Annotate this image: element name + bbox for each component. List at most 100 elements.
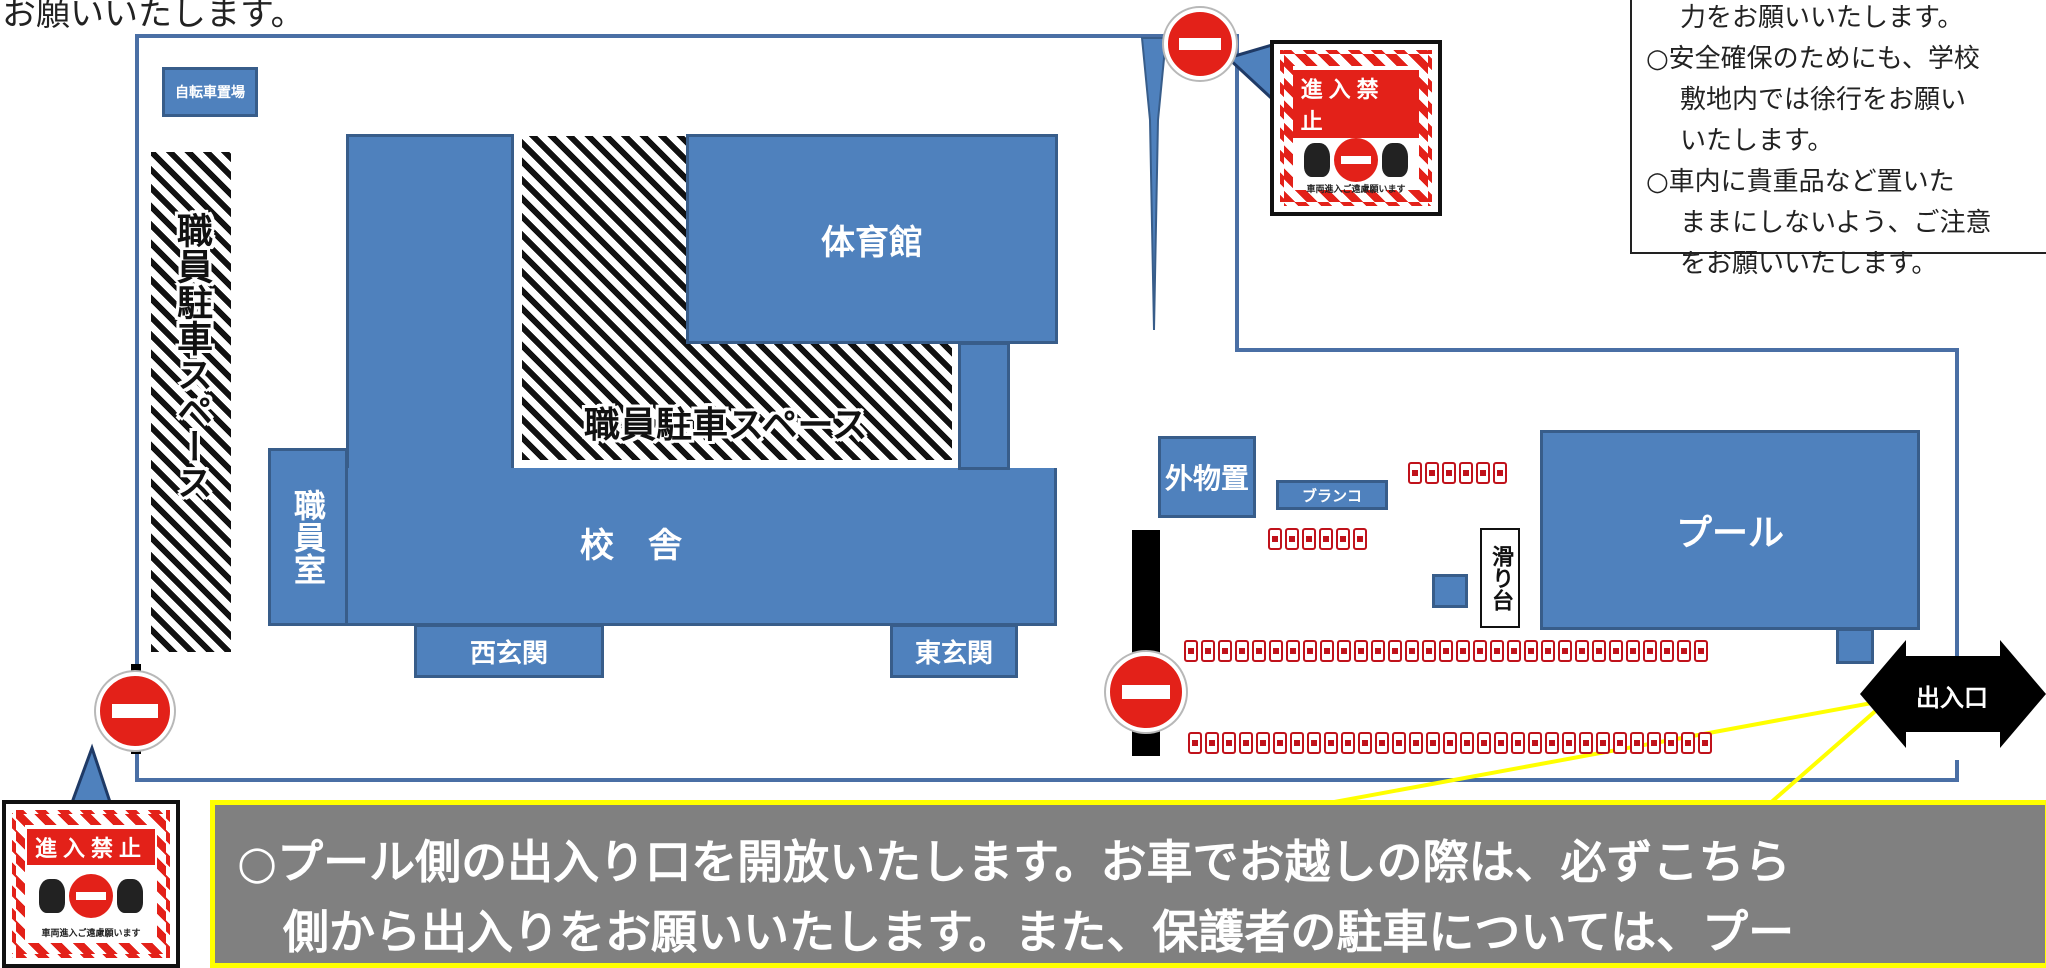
car-icon	[1324, 732, 1338, 754]
info-line-1: 力をお願いいたします。	[1680, 3, 1964, 33]
car-icon	[1677, 640, 1691, 662]
car-icon	[1358, 732, 1372, 754]
car-icon	[1511, 732, 1525, 754]
placard-top-title: 進入禁止	[1292, 69, 1420, 138]
car-icon	[1222, 732, 1236, 754]
car-icon	[1558, 640, 1572, 662]
outdoor-storage: 外物置	[1158, 436, 1256, 518]
bottom-notice: ○プール側の出入り口を開放いたします。お車でお越しの際は、必ずこちら 側から出入…	[210, 800, 2046, 968]
top-text: お願いいたします。	[2, 0, 305, 34]
car-icon	[1460, 732, 1474, 754]
car-icon	[1494, 732, 1508, 754]
car-icon	[1269, 640, 1283, 662]
slide-base	[1432, 574, 1468, 608]
info-line-5: ○車内に貴重品など置いた	[1646, 167, 1955, 197]
staff-parking-left-label: 職員駐車スペース	[171, 212, 212, 500]
bicycle-parking: 自転車置場	[162, 67, 258, 117]
car-row-3	[1184, 640, 1708, 662]
car-icon	[1562, 732, 1576, 754]
car-icon	[1205, 732, 1219, 754]
slide-label: 滑り台	[1488, 545, 1513, 611]
info-line-6: ままにしないよう、ご注意	[1680, 208, 1992, 238]
car-icon	[1698, 732, 1712, 754]
car-icon	[1647, 732, 1661, 754]
car-icon	[1405, 640, 1419, 662]
car-icon	[1375, 732, 1389, 754]
car-row-4	[1188, 732, 1712, 754]
info-line-3: 敷地内では徐行をお願い	[1680, 85, 1967, 115]
info-line-7: をお願いいたします。	[1680, 249, 1938, 279]
car-icon	[1664, 732, 1678, 754]
placard-top-small: 車両進入ご遠慮願います	[1306, 184, 1406, 195]
gymnasium-label: 体育館	[821, 222, 923, 263]
car-row-2	[1268, 528, 1367, 550]
bottom-notice-line-2: 側から出入りをお願いいたします。また、保護者の駐車については、プー	[283, 905, 1795, 959]
exit-label: 出入口	[1916, 684, 1988, 712]
school-label: 校 舎	[580, 526, 682, 566]
car-icon	[1456, 640, 1470, 662]
staff-parking-center-label: 職員駐車スペース	[584, 405, 868, 446]
hand-icon	[39, 878, 65, 913]
placard-left-small: 車両進入ご遠慮願います	[41, 928, 141, 939]
car-icon	[1303, 640, 1317, 662]
east-entrance: 東玄関	[890, 624, 1018, 678]
pool: プール	[1540, 430, 1920, 630]
car-icon	[1371, 640, 1385, 662]
no-entry-placard-left: 進入禁止 車両進入ご遠慮願います	[2, 800, 180, 968]
outdoor-storage-label: 外物置	[1164, 462, 1249, 495]
no-entry-sign-left	[96, 672, 174, 750]
car-icon	[1426, 732, 1440, 754]
car-icon	[1341, 732, 1355, 754]
car-icon	[1273, 732, 1287, 754]
car-icon	[1596, 732, 1610, 754]
school-building	[346, 468, 1057, 626]
car-row-1	[1408, 462, 1507, 484]
car-icon	[1218, 640, 1232, 662]
east-entrance-label: 東玄関	[914, 638, 993, 669]
no-entry-sign-top	[1164, 8, 1236, 80]
car-icon	[1337, 640, 1351, 662]
hand-icon	[117, 878, 143, 913]
car-icon	[1286, 640, 1300, 662]
car-icon	[1201, 640, 1215, 662]
car-icon	[1290, 732, 1304, 754]
car-icon	[1490, 640, 1504, 662]
car-icon	[1439, 640, 1453, 662]
placard-left-title: 進入禁止	[26, 829, 155, 866]
slide-label-box: 滑り台	[1480, 528, 1520, 628]
gymnasium: 体育館	[686, 134, 1058, 344]
exit-arrow	[1860, 640, 2046, 748]
west-entrance-label: 西玄関	[469, 638, 548, 669]
car-icon	[1524, 640, 1538, 662]
car-icon	[1613, 732, 1627, 754]
car-icon	[1545, 732, 1559, 754]
car-icon	[1528, 732, 1542, 754]
car-icon	[1575, 640, 1589, 662]
car-icon	[1252, 640, 1266, 662]
no-entry-icon	[69, 873, 113, 918]
car-icon	[1320, 640, 1334, 662]
car-icon	[1473, 640, 1487, 662]
hand-icon	[1382, 142, 1408, 177]
info-line-4: いたします。	[1680, 126, 1834, 156]
bottom-notice-line-1: ○プール側の出入り口を開放いたします。お車でお越しの際は、必ずこちら	[237, 835, 1791, 889]
no-entry-sign-barrier	[1106, 652, 1186, 732]
car-icon	[1188, 732, 1202, 754]
car-icon	[1507, 640, 1521, 662]
car-icon	[1630, 732, 1644, 754]
car-icon	[1409, 732, 1423, 754]
car-icon	[1422, 640, 1436, 662]
swing: ブランコ	[1276, 480, 1388, 510]
car-icon	[1443, 732, 1457, 754]
car-icon	[1392, 732, 1406, 754]
car-icon	[1660, 640, 1674, 662]
car-icon	[1256, 732, 1270, 754]
car-icon	[1307, 732, 1321, 754]
info-line-2: ○安全確保のためにも、学校	[1646, 44, 1980, 74]
bicycle-parking-label: 自転車置場	[175, 85, 245, 101]
car-icon	[1592, 640, 1606, 662]
car-icon	[1235, 640, 1249, 662]
car-icon	[1694, 640, 1708, 662]
car-icon	[1579, 732, 1593, 754]
staff-parking-left: 職員駐車スペース	[151, 152, 231, 652]
